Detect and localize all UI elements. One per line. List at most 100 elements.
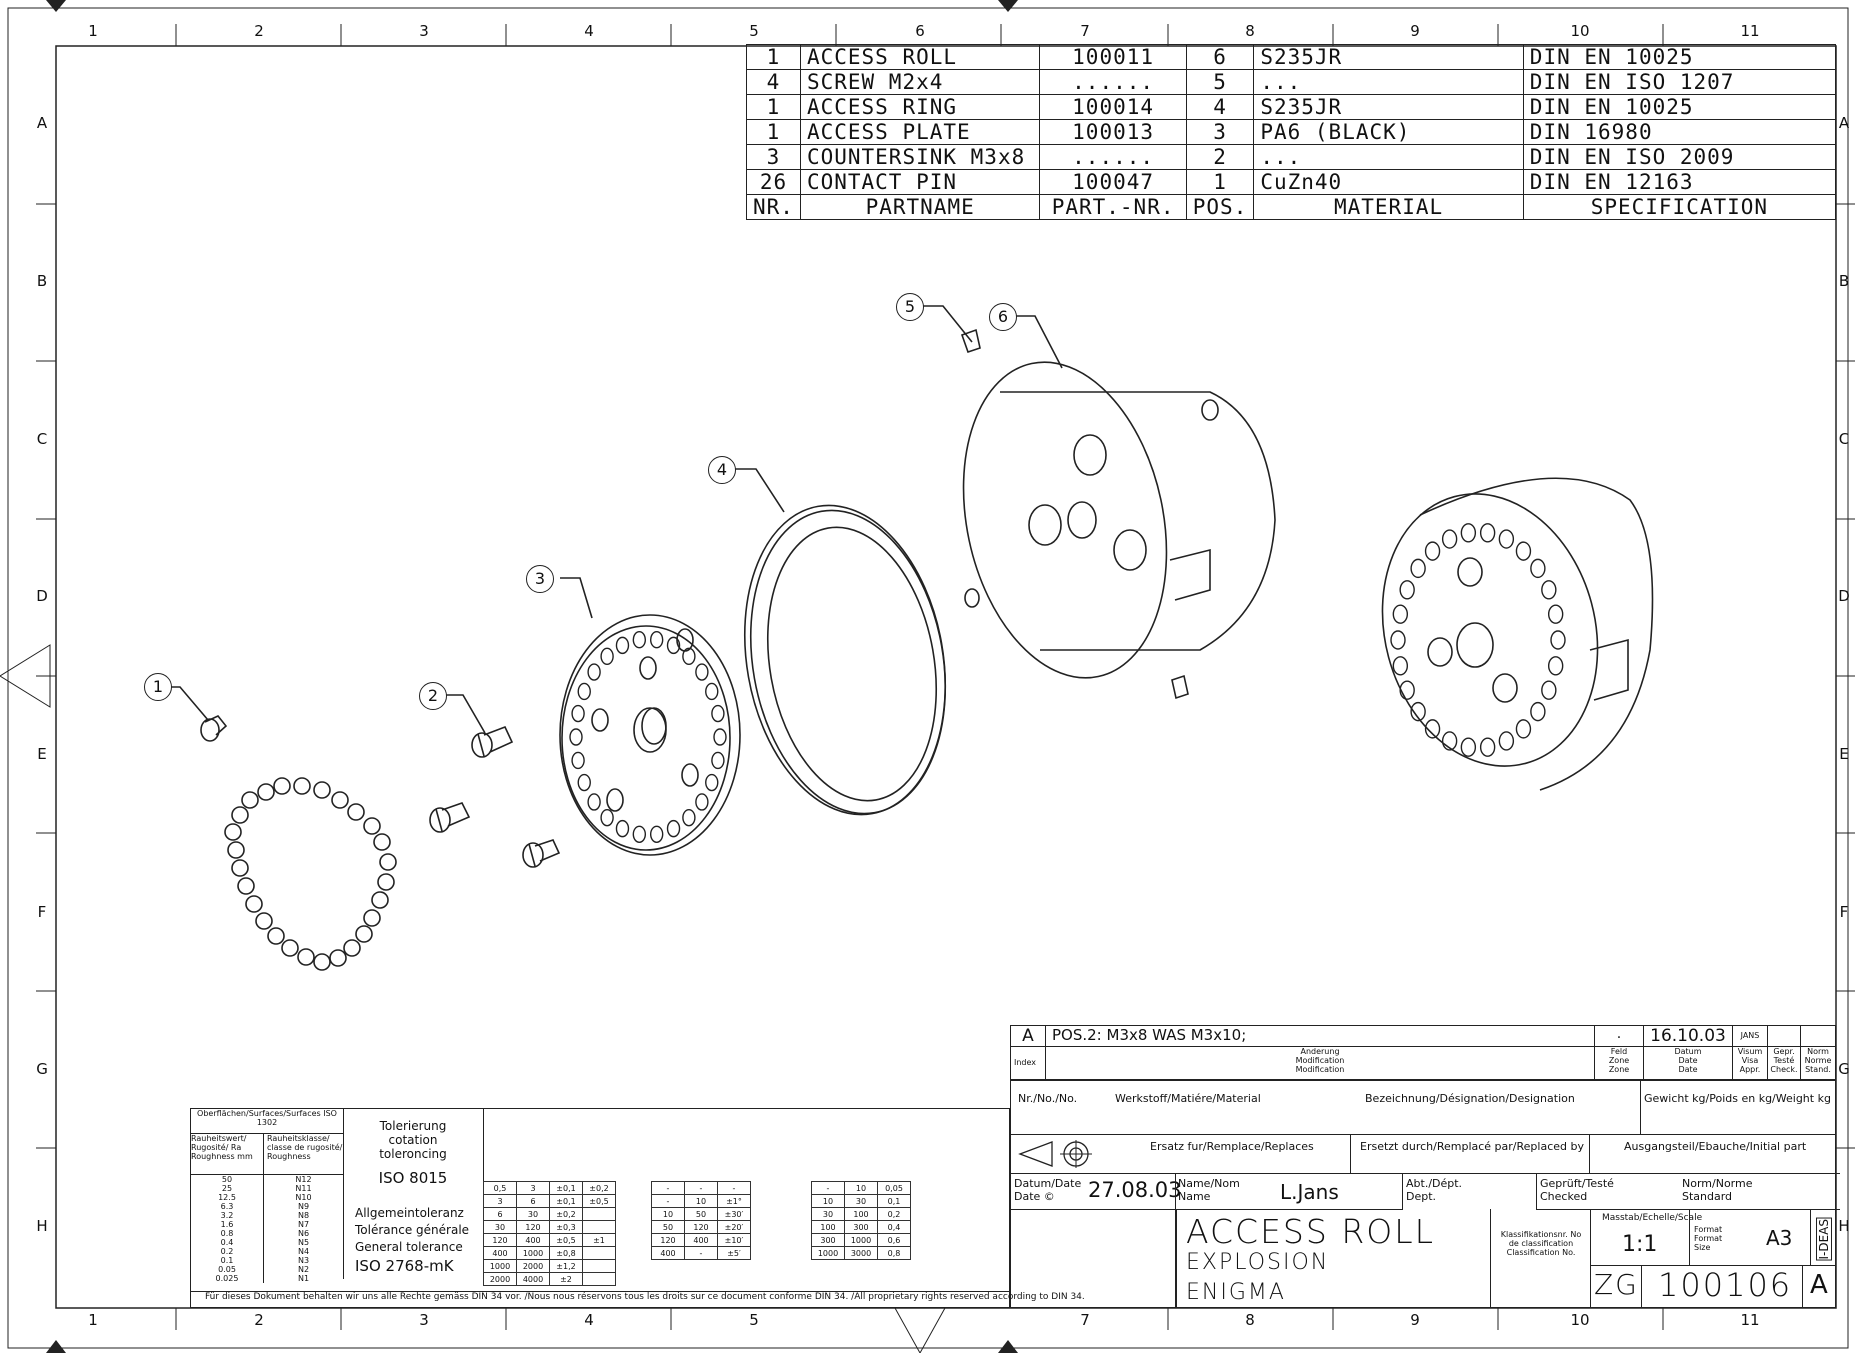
zone-number: 2 [254, 22, 264, 40]
revision-initials: JANS [1732, 1025, 1768, 1047]
label-date-en: Date [1678, 1065, 1698, 1074]
bom-partname: SCREW M2x4 [799, 69, 1041, 95]
contact-hole [1399, 580, 1415, 600]
geometric-tolerance-cell: 30 [811, 1207, 845, 1221]
angular-tolerance-cell: 400 [684, 1233, 718, 1247]
n-value: N5 [297, 1238, 310, 1247]
contact-hole [1441, 529, 1458, 549]
zone-number: 9 [1410, 1311, 1420, 1329]
linear-tolerance-cell: 0,5 [483, 1181, 517, 1195]
zone-number: 4 [584, 1311, 594, 1329]
label-zone-en: Zone [1608, 1065, 1630, 1074]
weight-label: Gewicht kg/Poids en kg/Weight kg [1644, 1092, 1831, 1105]
ra-value: 0.05 [218, 1265, 236, 1274]
angular-tolerance-cell: ±30′ [717, 1207, 751, 1221]
linear-tolerance-cell: ±0,1 [549, 1194, 583, 1208]
bom-partnr: 100014 [1039, 94, 1187, 120]
plate-hole [571, 704, 585, 723]
linear-tolerance-cell: ±0,8 [549, 1246, 583, 1260]
contact-hole [1530, 701, 1546, 722]
plate-hole [649, 825, 664, 843]
checked-label-2: Checked [1540, 1190, 1588, 1203]
geometric-tolerance-cell: 100 [844, 1207, 878, 1221]
geometric-tolerance-cell: 100 [811, 1220, 845, 1234]
label-date-de: Datum [1674, 1047, 1702, 1056]
contact-hole [1479, 737, 1496, 757]
name-label-2: Name [1178, 1190, 1211, 1203]
bom-spec: DIN EN ISO 1207 [1522, 69, 1837, 95]
geometric-tolerance-cell: 0,1 [877, 1194, 911, 1208]
ra-value: 12.5 [218, 1193, 236, 1202]
revision-text: POS.2: M3x8 WAS M3x10; [1045, 1025, 1595, 1047]
n-value: N10 [295, 1193, 312, 1202]
linear-tolerance-cell: 3 [516, 1181, 550, 1195]
angular-tolerance-cell: - [684, 1246, 718, 1260]
plate-hole [705, 682, 719, 701]
zone-number: 10 [1570, 22, 1590, 40]
zone-letter: B [1838, 272, 1850, 290]
revision-block: A POS.2: M3x8 WAS M3x10; . 16.10.03 JANS… [1010, 1025, 1836, 1085]
linear-tolerance-cell: 1000 [516, 1246, 550, 1260]
dept-label-2: Dept. [1406, 1190, 1437, 1203]
contact-hole [1515, 541, 1532, 561]
zone-number: 3 [419, 1311, 429, 1329]
scale-label: Masstab/Echelle/Scale [1602, 1213, 1703, 1223]
contact-hole [1460, 737, 1477, 757]
n-value: N2 [297, 1265, 310, 1274]
geometric-tolerance-cell: 0,4 [877, 1220, 911, 1234]
bom-header-partname: PARTNAME [799, 194, 1041, 220]
linear-tolerance-cell [582, 1272, 616, 1286]
linear-tolerance-cell: ±0,2 [582, 1181, 616, 1195]
label-norm: Norm Norme Stand. [1800, 1046, 1836, 1080]
bom-header-material: MATERIAL [1253, 194, 1524, 220]
contact-hole [1479, 523, 1496, 543]
bom-partname: COUNTERSINK M3x8 [799, 144, 1041, 170]
angular-tolerance-cell: - [684, 1181, 718, 1195]
geometric-tolerance-cell: 0,8 [877, 1246, 911, 1260]
surface-roughness-table: Oberflächen/Surfaces/Surfaces ISO 1302 R… [191, 1109, 344, 1283]
angular-tolerance-cell: - [717, 1181, 751, 1195]
geometric-tolerance-cell: 30 [844, 1194, 878, 1208]
label-checked: Gepr. Testé Check. [1767, 1046, 1801, 1080]
bom-header-partnr: PART.-NR. [1039, 194, 1187, 220]
zone-letter: C [36, 430, 48, 448]
bom-partnr: 100013 [1039, 119, 1187, 145]
drawing-date: 27.08.03 [1088, 1178, 1182, 1202]
angular-tolerance-row: -10±1° [651, 1194, 751, 1208]
norm-label: Norm/Norme [1682, 1177, 1753, 1190]
ra-value: 3.2 [220, 1211, 234, 1220]
n-value: N3 [297, 1256, 310, 1265]
plate-hole [695, 793, 709, 811]
bom-pos: 3 [1185, 119, 1255, 145]
contact-hole [1547, 604, 1564, 624]
general-tolerance-en: General tolerance [355, 1240, 463, 1254]
angular-tolerance-cell: ±5′ [717, 1246, 751, 1260]
tol-title: Tolerierung cotation toleroncing [379, 1119, 447, 1161]
zone-number: 7 [1080, 22, 1090, 40]
geometric-tolerance-cell: 0,6 [877, 1233, 911, 1247]
contact-hole [1515, 719, 1532, 739]
zone-letter: E [37, 745, 47, 763]
linear-tolerance-cell: ±1,2 [549, 1259, 583, 1273]
material-label: Werkstoff/Matiére/Material [1115, 1092, 1261, 1105]
plate-hole [711, 704, 725, 723]
company-logo: I-DEAS [1816, 1218, 1832, 1261]
callout-bubble: 4 [708, 456, 736, 484]
linear-tolerance-cell: 400 [483, 1246, 517, 1260]
angular-tolerance-cell: 50 [651, 1220, 685, 1234]
n-value: N7 [297, 1220, 310, 1229]
geometric-tolerance-cell: 300 [811, 1233, 845, 1247]
title-block: Nr./No./No. Werkstoff/Matiére/Material B… [1010, 1080, 1840, 1308]
n-value: N12 [295, 1175, 312, 1184]
